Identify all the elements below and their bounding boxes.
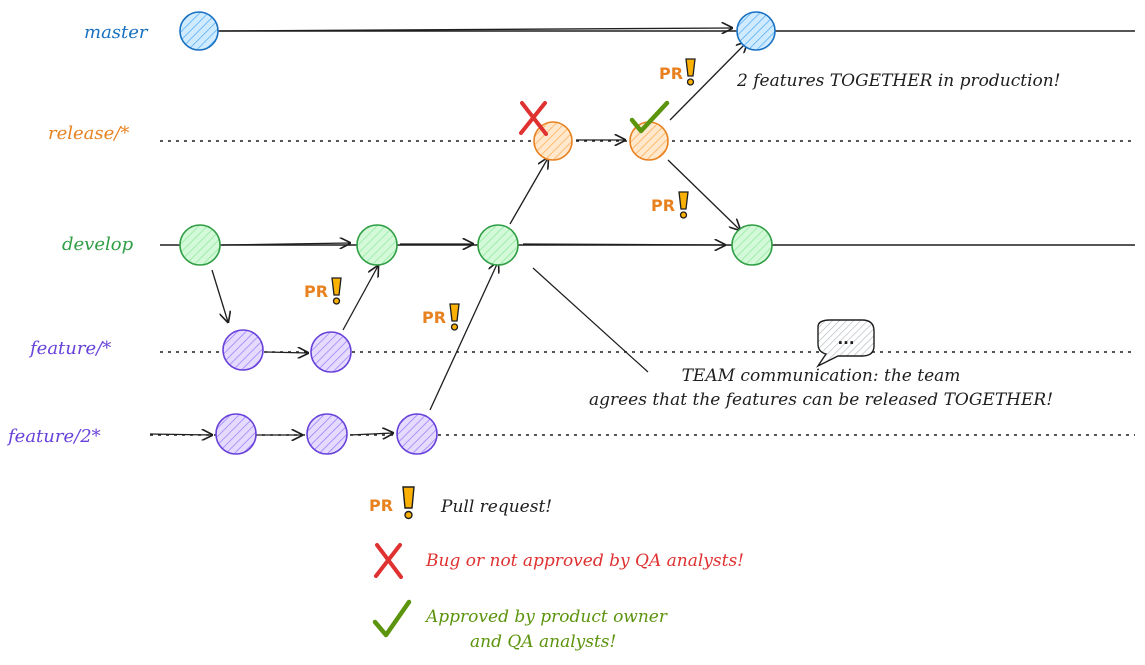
team-note-connector: [532, 267, 649, 373]
branch-label-master: master: [84, 22, 149, 43]
commit-feature-2: [310, 331, 352, 373]
commit-develop-3: [477, 224, 519, 266]
exclamation-icon: [402, 486, 415, 520]
exclamation-icon: [678, 191, 689, 219]
pr-label: PR: [651, 196, 675, 215]
pr-label: PR: [659, 64, 683, 83]
speech-bubble-text: ...: [837, 330, 854, 348]
arrow-feature2-2: [349, 433, 393, 435]
commit-master-1: [179, 11, 219, 51]
commit-feature2-2: [306, 413, 348, 455]
commit-arrows: [149, 28, 747, 435]
legend-pull-request: PR Pull request!: [369, 486, 552, 520]
branch-label-release: release/*: [48, 123, 129, 144]
exclamation-icon: [685, 58, 696, 86]
commits: [179, 11, 776, 455]
pr-label: PR: [304, 282, 328, 301]
cross-icon: [374, 543, 403, 579]
commit-feature2-1: [215, 413, 257, 455]
pr-badge-feature: PR: [304, 277, 342, 305]
check-icon: [629, 100, 670, 134]
pr-badge-release-develop: PR: [651, 191, 689, 219]
branch-lines: [150, 30, 1135, 436]
pr-badge-feature2: PR: [422, 303, 460, 331]
branch-label-feature: feature/*: [28, 338, 111, 359]
arrow-feature-to-develop: [342, 266, 378, 331]
arrow-develop-to-feature: [211, 269, 228, 322]
cross-icon: [519, 101, 548, 136]
commit-feature2-3: [396, 413, 438, 455]
legend-approved-line2: and QA analysts!: [470, 632, 616, 652]
arrow-develop-1: [221, 243, 350, 245]
note-team-line2: agrees that the features can be released…: [589, 390, 1053, 410]
commit-develop-1: [179, 224, 221, 266]
legend-pr-label: PR: [369, 496, 393, 515]
note-production: 2 features TOGETHER in production!: [736, 71, 1061, 91]
check-icon: [372, 599, 412, 638]
branch-label-feature2: feature/2*: [6, 426, 101, 447]
speech-bubble-icon: ...: [815, 319, 875, 368]
arrow-feature-1: [265, 352, 308, 353]
arrow-develop-to-release: [509, 158, 548, 225]
legend-bug-text: Bug or not approved by QA analysts!: [425, 551, 744, 571]
legend-approved-line1: Approved by product owner: [424, 607, 668, 627]
branch-label-develop: develop: [62, 234, 134, 255]
legend-bug: Bug or not approved by QA analysts!: [374, 543, 744, 579]
arrow-feature2-to-develop: [429, 262, 498, 411]
pr-label: PR: [422, 308, 446, 327]
legend-pull-request-text: Pull request!: [440, 497, 552, 517]
commit-master-2: [736, 11, 776, 51]
exclamation-icon: [331, 277, 342, 305]
legend-approved: Approved by product owner and QA analyst…: [372, 599, 668, 652]
legend: PR Pull request! Bug or not approved by …: [369, 486, 744, 652]
commit-develop-2: [356, 224, 398, 266]
commit-feature-1: [222, 329, 264, 371]
exclamation-icon: [449, 303, 460, 331]
arrow-release-to-develop: [667, 159, 740, 230]
arrow-release-to-master: [669, 42, 747, 121]
commit-develop-4: [731, 224, 773, 266]
arrow-master: [219, 28, 732, 31]
arrow-develop-3: [522, 244, 725, 245]
note-team-line1: TEAM communication: the team: [682, 366, 961, 386]
arrow-feature2-in: [149, 434, 212, 435]
pr-badge-release-master: PR: [659, 58, 696, 86]
